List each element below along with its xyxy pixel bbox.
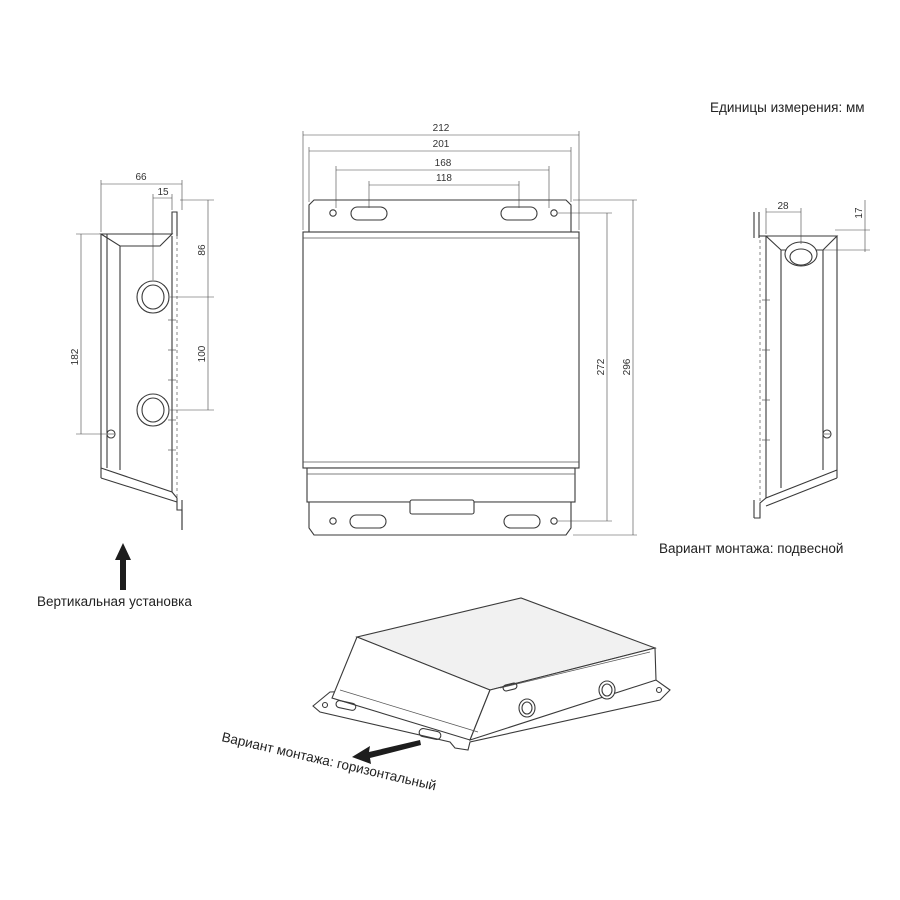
front-top-flange bbox=[308, 199, 572, 233]
dim-100: 100 bbox=[197, 345, 208, 362]
iso-base-hole-right bbox=[655, 686, 663, 694]
front-lower-body bbox=[306, 467, 576, 503]
caption-horizontal: Вариант монтажа: горизонтальный bbox=[220, 729, 437, 793]
right-port-inner bbox=[789, 248, 813, 266]
right-side-view: 28 17 Вариант монтажа: подвесной bbox=[659, 200, 870, 556]
front-bottom-tab bbox=[409, 499, 475, 515]
right-port bbox=[784, 241, 818, 267]
iso-front-slot bbox=[502, 682, 518, 692]
left-port-upper-inner bbox=[141, 284, 165, 310]
dim-212: 212 bbox=[433, 123, 450, 134]
dim-15: 15 bbox=[157, 187, 169, 198]
iso-port-right-inner bbox=[601, 683, 613, 697]
left-top-bevel bbox=[99, 233, 174, 247]
iso-front-face bbox=[469, 647, 657, 741]
front-bottom-slot-right bbox=[503, 514, 541, 529]
right-bottom-slope-2 bbox=[765, 477, 838, 507]
dim-86: 86 bbox=[197, 244, 208, 256]
front-bottom-hole-right bbox=[550, 517, 558, 525]
left-top-flange bbox=[101, 211, 178, 236]
dim-201: 201 bbox=[433, 139, 450, 150]
units-label: Единицы измерения: мм bbox=[710, 100, 865, 115]
dim-296: 296 bbox=[622, 358, 633, 375]
right-bottom-slope bbox=[754, 469, 838, 519]
iso-left-crease bbox=[339, 689, 479, 733]
caption-vertical: Вертикальная установка bbox=[37, 594, 192, 609]
front-view: 212 201 168 118 272 296 bbox=[302, 123, 637, 536]
dim-272: 272 bbox=[596, 358, 607, 375]
caption-hanging: Вариант монтажа: подвесной bbox=[659, 541, 843, 556]
front-top-hole-right bbox=[550, 209, 558, 217]
front-bottom-slot-left bbox=[349, 514, 387, 529]
vertical-up-arrow-icon bbox=[115, 543, 131, 590]
dim-182: 182 bbox=[70, 348, 81, 365]
horizontal-arrow-icon bbox=[352, 740, 421, 764]
dim-28: 28 bbox=[777, 201, 789, 212]
left-side-view: 66 15 86 100 182 Вертикальная установка bbox=[37, 172, 214, 609]
front-bottom-flange bbox=[308, 501, 572, 536]
dim-168: 168 bbox=[435, 158, 452, 169]
iso-port-left-inner bbox=[521, 701, 533, 715]
dim-118: 118 bbox=[436, 173, 452, 184]
left-bottom-slope-2 bbox=[100, 477, 178, 503]
isometric-view: Вариант монтажа: горизонтальный bbox=[220, 597, 671, 793]
front-main-body bbox=[302, 231, 580, 469]
iso-base-hole-left bbox=[321, 701, 329, 709]
front-top-hole-left bbox=[329, 209, 337, 217]
left-port-lower-inner bbox=[141, 397, 165, 423]
dim-17: 17 bbox=[854, 207, 865, 219]
iso-base-slot-front bbox=[418, 727, 442, 741]
left-screw bbox=[106, 429, 116, 439]
left-bottom-slope bbox=[100, 467, 183, 530]
dim-66: 66 bbox=[135, 172, 147, 183]
front-bottom-hole-left bbox=[329, 517, 337, 525]
iso-top-crease bbox=[499, 651, 651, 689]
iso-base-slot-left bbox=[335, 700, 357, 711]
right-screw bbox=[822, 429, 832, 439]
